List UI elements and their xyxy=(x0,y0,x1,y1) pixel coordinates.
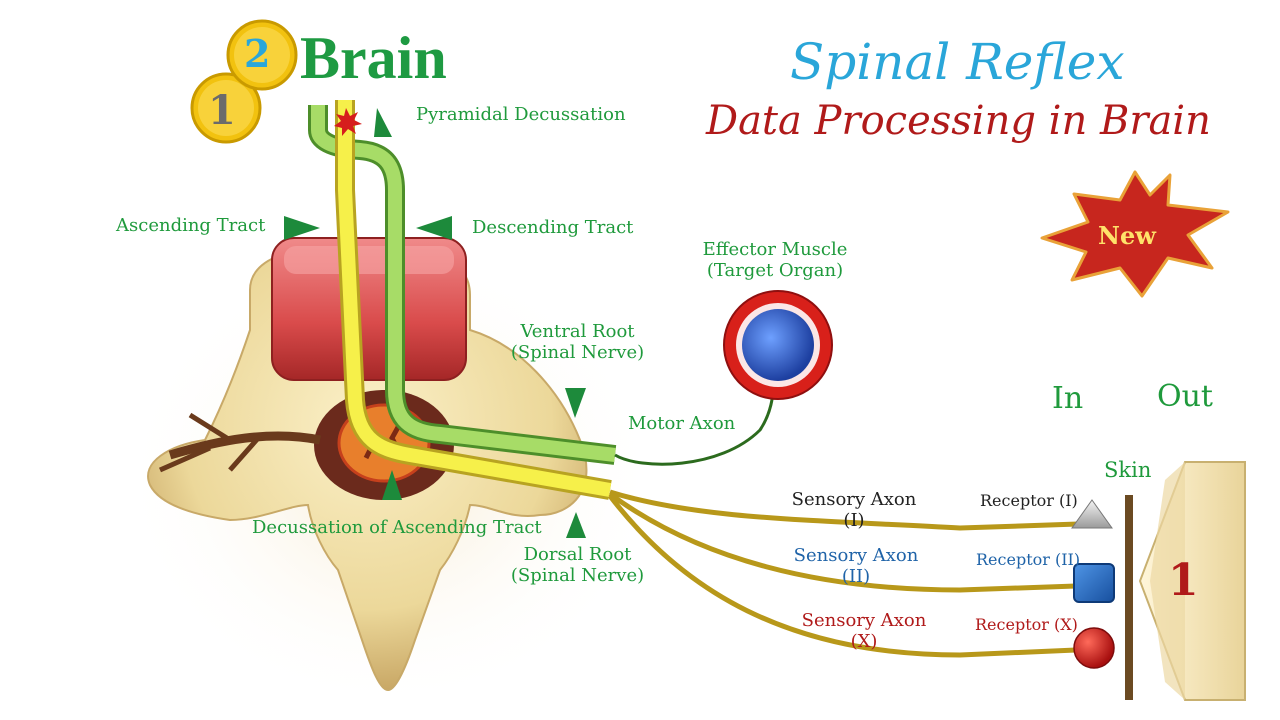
receptor-label-1: Receptor (I) xyxy=(980,491,1078,510)
decussation-pointer-icon xyxy=(382,470,402,500)
left-nerve-branches xyxy=(158,412,262,473)
sensory-axon-line-1 xyxy=(609,489,1079,531)
new-badge: New xyxy=(1098,221,1156,250)
descending-pointer-icon xyxy=(416,216,452,240)
ventral-root-line1: Ventral Root xyxy=(520,321,635,342)
left-nerve-root xyxy=(168,431,321,460)
receptor-triangle-icon xyxy=(1071,499,1113,529)
effector-muscle-core xyxy=(742,309,814,381)
dorsal-pointer-icon xyxy=(566,512,586,538)
label-effector-muscle: Effector Muscle (Target Organ) xyxy=(700,239,850,281)
sensory-axon-label-2: Sensory Axon (II) xyxy=(786,545,926,587)
sensory-axon-3-line1: Sensory Axon xyxy=(801,610,927,631)
label-decussation-ascending: Decussation of Ascending Tract xyxy=(252,517,542,538)
sensory-axon-1-line2: (I) xyxy=(843,509,865,531)
ventral-pointer-icon xyxy=(565,388,586,418)
pyramidal-pointer-icon xyxy=(374,108,392,137)
receptor-label-3: Receptor (X) xyxy=(975,615,1078,634)
new-starburst-icon xyxy=(1040,170,1230,298)
dorsal-root-line2: (Spinal Nerve) xyxy=(510,564,645,586)
label-dorsal-root: Dorsal Root (Spinal Nerve) xyxy=(505,544,650,586)
sensory-axon-line-3 xyxy=(608,494,1077,658)
effector-muscle-line2: (Target Organ) xyxy=(706,259,844,281)
page-title: Spinal Reflex xyxy=(790,33,1125,91)
label-in: In xyxy=(1052,381,1084,416)
ventral-root-line2: (Spinal Nerve) xyxy=(510,341,645,363)
label-pyramidal-decussation: Pyramidal Decussation xyxy=(416,104,626,125)
step-badge-1: 1 xyxy=(208,87,236,134)
receptor-label-2: Receptor (II) xyxy=(976,550,1081,569)
label-ventral-root: Ventral Root (Spinal Nerve) xyxy=(505,321,650,363)
decussation-star-icon xyxy=(334,108,362,136)
sensory-axon-label-3: Sensory Axon (X) xyxy=(794,610,934,652)
step-badge-2: 2 xyxy=(244,31,271,76)
step-badge-2-icon xyxy=(226,19,298,91)
stimulus-number: 1 xyxy=(1168,555,1199,606)
label-ascending-tract: Ascending Tract xyxy=(116,215,266,236)
sensory-axon-label-1: Sensory Axon (I) xyxy=(784,489,924,531)
disc-highlight xyxy=(284,246,454,274)
ascending-tract-fill xyxy=(338,100,612,497)
ascending-pointer-icon xyxy=(284,216,320,240)
label-skin: Skin xyxy=(1104,458,1152,482)
step-badge-1-icon xyxy=(190,72,262,144)
receptor-square-icon xyxy=(1073,563,1115,603)
dorsal-root-line1: Dorsal Root xyxy=(523,544,632,565)
brain-title: Brain xyxy=(300,25,447,91)
page-subtitle: Data Processing in Brain xyxy=(706,98,1211,144)
label-motor-axon: Motor Axon xyxy=(628,413,736,434)
sensory-axon-2-line1: Sensory Axon xyxy=(793,545,919,566)
sensory-axon-2-line2: (II) xyxy=(841,565,871,587)
descending-tract-fill xyxy=(311,105,616,462)
effector-muscle-line1: Effector Muscle xyxy=(702,239,848,260)
receptor-circle-icon xyxy=(1073,627,1115,669)
stimulus-arrow-shade xyxy=(1150,462,1185,700)
sensory-axon-3-line2: (X) xyxy=(850,630,878,652)
sensory-axon-1-line1: Sensory Axon xyxy=(791,489,917,510)
skin-line xyxy=(1125,495,1133,700)
label-descending-tract: Descending Tract xyxy=(472,217,634,238)
label-out: Out xyxy=(1157,379,1213,414)
sensory-axon-line-2 xyxy=(608,491,1077,593)
